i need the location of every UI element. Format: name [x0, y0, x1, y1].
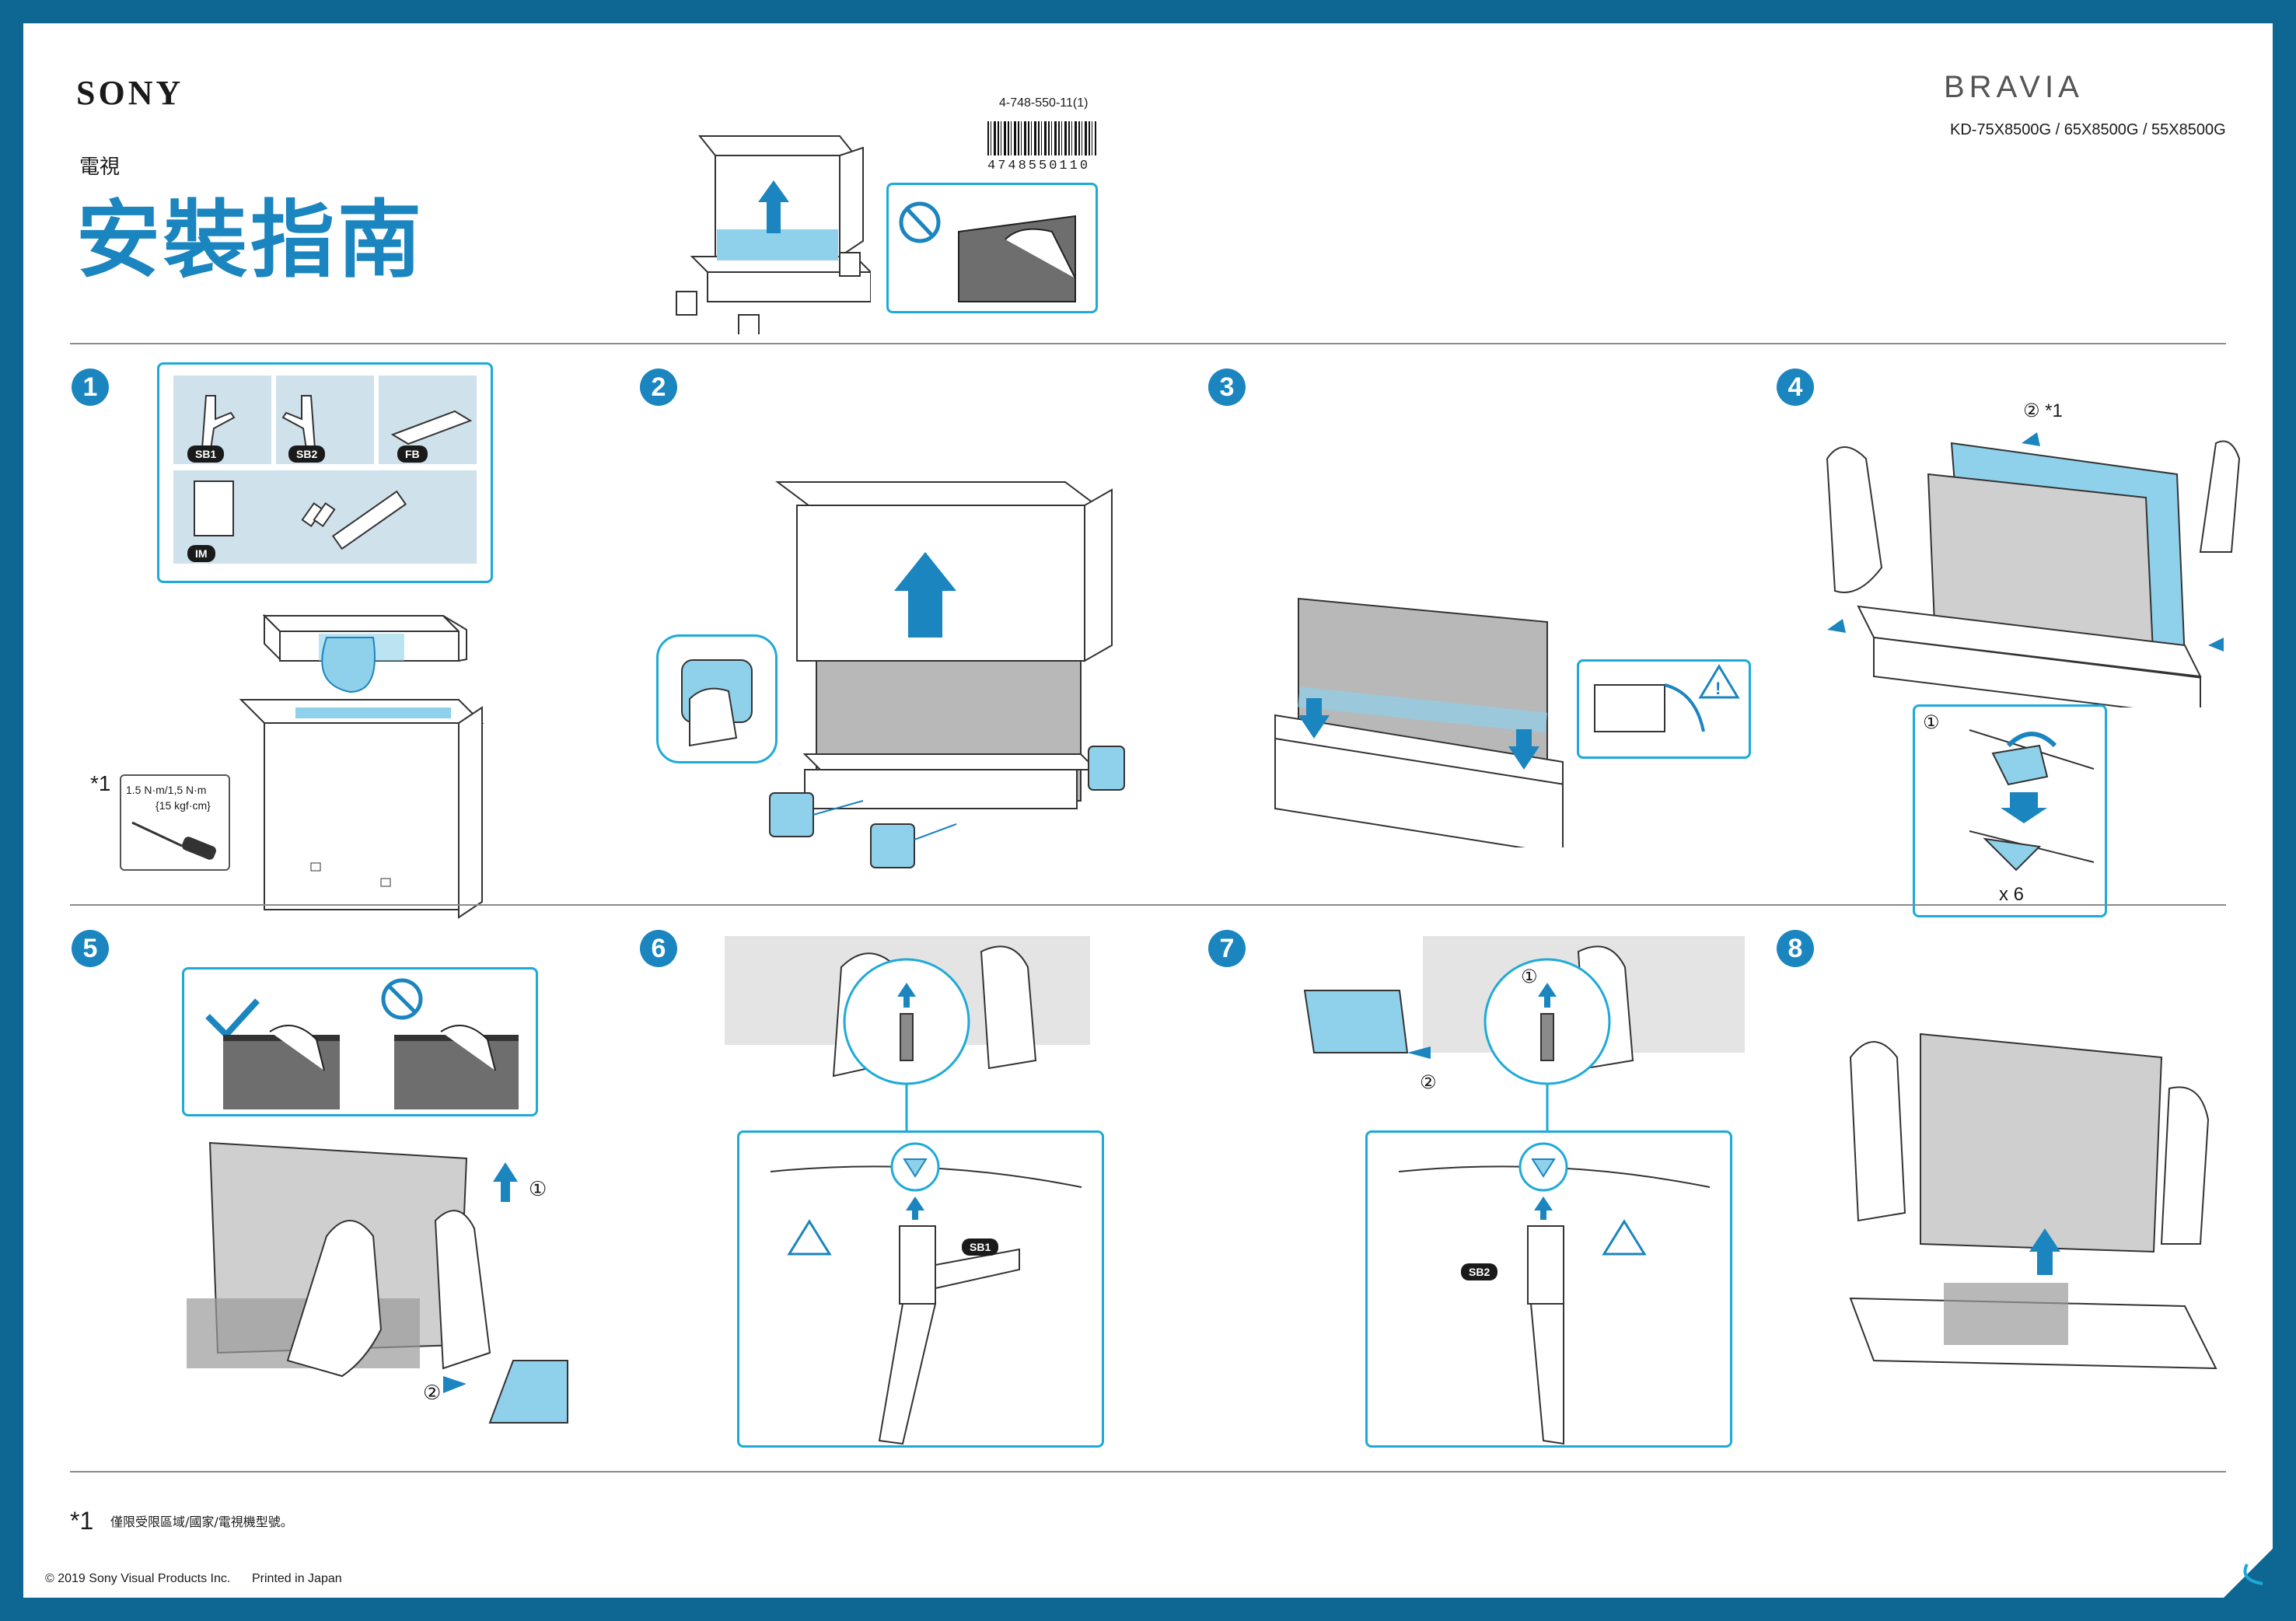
correct-grip-callout	[182, 967, 538, 1116]
page-turn-corner	[2224, 1549, 2273, 1598]
torque-value: 1.5 N·m/1,5 N·m	[126, 784, 207, 796]
step-7-label-1: ①	[1521, 966, 1538, 987]
step-6-scene	[725, 936, 1090, 1130]
step-6-number: 6	[640, 930, 677, 967]
sony-logo: SONY	[76, 74, 184, 112]
step-7-label-2: ②	[1420, 1072, 1437, 1093]
divider-bottom	[70, 1471, 2226, 1473]
step-4-count: x 6	[1999, 884, 2025, 905]
step-1-number: 1	[72, 369, 109, 406]
stand-sb1-callout: SB1	[737, 1130, 1104, 1448]
step-8-number: 8	[1777, 930, 1814, 967]
step-5-label-1: ①	[529, 1177, 547, 1200]
step-4-illustration	[1812, 412, 2247, 707]
copyright: © 2019 Sony Visual Products Inc.	[45, 1572, 231, 1585]
tag-im: IM	[187, 545, 215, 562]
instruction-sheet: SONY 電視 安裝指南 4-748-550-11(1) 4748550110	[23, 23, 2273, 1598]
no-press-screen-callout	[886, 183, 1098, 313]
divider-middle	[70, 904, 2226, 906]
footnote-text: 僅限受限區域/國家/電視機型號。	[110, 1514, 293, 1529]
step-4-number: 4	[1777, 369, 1814, 406]
step-5-label-2: ②	[423, 1381, 442, 1404]
tag-sb2: SB2	[288, 445, 326, 463]
stand-sb2-callout: SB2	[1365, 1130, 1732, 1448]
step-5-number: 5	[72, 930, 109, 967]
part-number: 4-748-550-11(1)	[999, 96, 1089, 110]
bracket-release-callout: ① x 6	[1913, 704, 2107, 917]
barcode-digits: 4748550110	[987, 159, 1091, 173]
step-7-number: 7	[1208, 930, 1246, 967]
tag-sb1-step6: SB1	[962, 1238, 999, 1256]
torque-callout: 1.5 N·m/1,5 N·m {15 kgf·cm}	[120, 774, 230, 871]
model-numbers: KD-75X8500G / 65X8500G / 55X8500G	[1950, 121, 2226, 138]
tag-sb1: SB1	[187, 445, 225, 463]
printed-in: Printed in Japan	[252, 1572, 342, 1585]
torque-value-kgf: {15 kgf·cm}	[156, 799, 211, 812]
step-1-box-illustration	[233, 606, 498, 933]
step-2-number: 2	[640, 369, 677, 406]
step-4-label-1: ①	[1923, 712, 1940, 733]
unpack-illustration	[645, 124, 871, 334]
step-3-illustration	[1252, 583, 1594, 847]
divider-top	[70, 343, 2226, 344]
accessories-callout: SB1 SB2 FB IM	[157, 362, 493, 583]
step-3-number: 3	[1208, 369, 1246, 406]
warning-callout: !	[1577, 659, 1751, 759]
footnote-star-marker: *1	[90, 771, 111, 795]
svg-text:!: !	[1715, 679, 1721, 698]
grip-callout	[656, 634, 778, 763]
step-8-illustration	[1827, 1011, 2247, 1431]
tag-sb2-step7: SB2	[1461, 1263, 1498, 1280]
step-5-illustration	[179, 1127, 599, 1454]
subtitle: 電視	[79, 155, 121, 179]
tag-fb: FB	[397, 445, 428, 463]
product-line: BRAVIA	[1944, 70, 2084, 104]
footnote-marker: *1	[70, 1507, 94, 1535]
handle-clips	[762, 723, 1151, 879]
page-title: 安裝指南	[76, 192, 425, 289]
barcode	[987, 121, 1096, 155]
step-7-scene	[1298, 936, 1745, 1130]
step-4-label-2-star: ② *1	[2023, 400, 2063, 421]
step-2-illustration	[770, 459, 1135, 879]
